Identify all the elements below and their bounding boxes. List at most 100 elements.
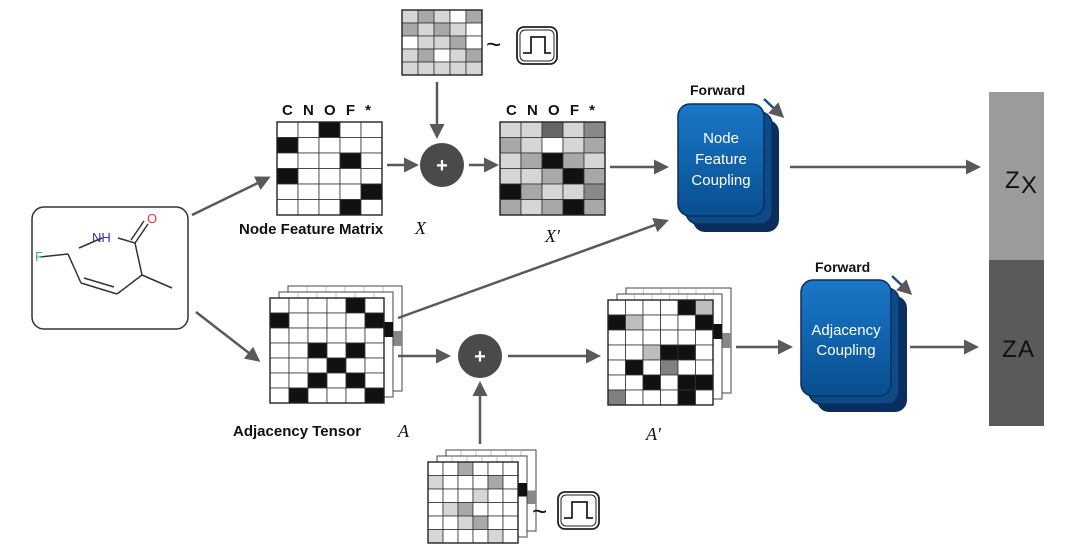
noise-x-cell (465, 48, 483, 63)
adjacency-cell (345, 297, 366, 314)
node-x-cell (276, 121, 299, 138)
adjacency-prime-cell (642, 299, 661, 316)
noise-a-cell (487, 461, 504, 476)
tilde-top: ~ (486, 29, 501, 59)
noise-a-cell (442, 515, 459, 530)
noise-a-cell (427, 488, 444, 503)
adjacency-prime-cell (695, 359, 714, 376)
adjacency-cell (307, 297, 328, 314)
noise-a-cell (472, 488, 489, 503)
adjacency-prime-cell (607, 329, 626, 346)
noise-a-cell (502, 502, 519, 517)
adjacency-cell (288, 357, 309, 374)
adjacency-cell (364, 342, 385, 359)
node-x-cell (339, 183, 362, 200)
adjacency-prime-cell (660, 299, 679, 316)
node-xprime-cell (520, 121, 543, 138)
adjacency-prime-cell (625, 299, 644, 316)
noise-x-cell (401, 9, 419, 24)
node-feature-prime-columns-label: C N O F * (506, 102, 598, 119)
adjacency-cell (269, 297, 290, 314)
adjacency-cell (345, 372, 366, 389)
adjacency-cell (307, 372, 328, 389)
node-x-cell (318, 121, 341, 138)
node-xprime-cell (520, 137, 543, 154)
noise-a-cell (442, 529, 459, 544)
adjacency-cell (364, 387, 385, 404)
noise-x-cell (433, 48, 451, 63)
adjacency-prime-cell (642, 314, 661, 331)
noise-a-cell (472, 529, 489, 544)
adjacency-cell (326, 312, 347, 329)
atom-o-label: O (147, 211, 157, 226)
adjacency-tensor-prime-grid (607, 287, 732, 406)
node-xprime-cell (583, 152, 606, 169)
node-xprime-cell (541, 152, 564, 169)
noise-x-cell (417, 9, 435, 24)
noise-x-cell (449, 61, 467, 76)
adjacency-cell (307, 342, 328, 359)
noise-a-cell (502, 488, 519, 503)
node-x-cell (276, 137, 299, 154)
adjacency-prime-cell (677, 359, 696, 376)
noise-x-cell (401, 61, 419, 76)
noise-a-cell (442, 488, 459, 503)
tilde-bottom: ~ (532, 496, 547, 526)
adjacency-cell (288, 342, 309, 359)
zx-sub-label: X (1021, 172, 1037, 199)
node-xprime-cell (562, 137, 585, 154)
noise-a-cell (472, 502, 489, 517)
node-xprime-cell (562, 152, 585, 169)
node-xprime-cell (520, 183, 543, 200)
plus-node-bottom: + (458, 334, 502, 378)
adjacency-cell (345, 387, 366, 404)
adjacency-prime-cell (607, 314, 626, 331)
node-xprime-cell (583, 168, 606, 185)
adjacency-cell (326, 297, 347, 314)
adj-coupling-line1: Adjacency (811, 322, 881, 339)
adjacency-cell (326, 357, 347, 374)
adjacency-prime-cell (695, 299, 714, 316)
noise-a-cell (487, 515, 504, 530)
latent-za-block: Z A (989, 260, 1044, 426)
node-xprime-cell (499, 152, 522, 169)
node-x-cell (297, 137, 320, 154)
za-sub-label: A (1018, 336, 1034, 363)
adjacency-prime-cell (677, 344, 696, 361)
plus-bottom-label: + (474, 346, 486, 368)
adjacency-prime-cell (660, 389, 679, 406)
noise-x-cell (401, 35, 419, 50)
node-feature-symbol: X (414, 218, 427, 238)
adjacency-symbol: A (397, 421, 410, 441)
adjacency-prime-cell (625, 329, 644, 346)
adjacency-prime-cell (607, 344, 626, 361)
adjacency-prime-cell (642, 329, 661, 346)
adjacency-prime-cell (607, 374, 626, 391)
node-xprime-cell (499, 137, 522, 154)
forward-bottom-label: Forward (815, 259, 870, 275)
arrows (191, 82, 981, 444)
node-x-cell (297, 121, 320, 138)
adjacency-cell (307, 357, 328, 374)
adjacency-prime-cell (660, 359, 679, 376)
node-xprime-cell (562, 199, 585, 216)
adjacency-cell (269, 327, 290, 344)
adjacency-cell (326, 372, 347, 389)
noise-a-cell (502, 515, 519, 530)
adjacency-prime-cell (660, 344, 679, 361)
node-x-cell (276, 152, 299, 169)
noise-a-cell (472, 515, 489, 530)
adjacency-prime-cell (607, 389, 626, 406)
node-xprime-cell (583, 137, 606, 154)
adjacency-cell (345, 357, 366, 374)
noise-a-cell (427, 475, 444, 490)
node-x-cell (297, 199, 320, 216)
plus-top-label: + (436, 155, 448, 177)
node-xprime-cell (541, 199, 564, 216)
noise-x-cell (401, 22, 419, 37)
noise-x-cell (465, 35, 483, 50)
node-x-cell (318, 199, 341, 216)
arrow-a-to-node-coupling (397, 218, 669, 320)
adjacency-prime-cell (625, 374, 644, 391)
adjacency-prime-label: A′ (645, 424, 662, 444)
